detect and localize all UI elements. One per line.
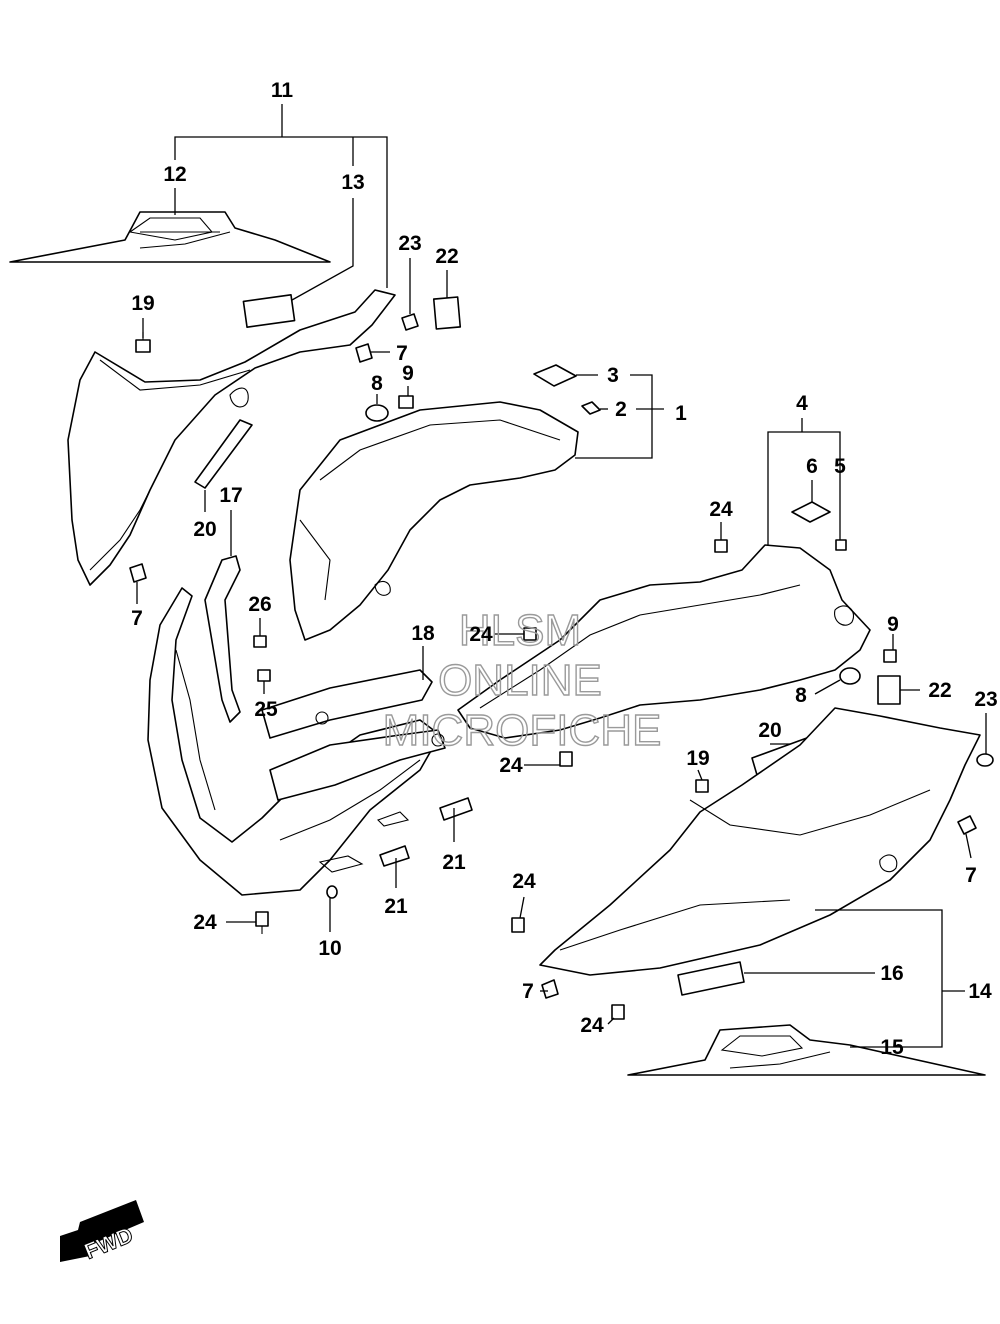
- decal-5: [835, 539, 847, 551]
- callout-6: 6: [806, 455, 818, 478]
- callout-9-right: 9: [887, 613, 899, 636]
- callout-5: 5: [834, 455, 846, 478]
- label-22-right: [877, 675, 901, 705]
- callout-24-lower-left: 24: [193, 911, 217, 934]
- callout-4: 4: [796, 392, 808, 415]
- grommet-8-upper: [365, 404, 389, 422]
- grommet-23-right: [976, 753, 994, 767]
- decal-3: [533, 364, 577, 387]
- watermark-line-1: HLSM: [459, 606, 581, 655]
- callout-26: 26: [248, 593, 271, 616]
- callout-2: 2: [615, 398, 627, 421]
- callout-14: 14: [968, 980, 992, 1003]
- callout-1: 1: [675, 402, 687, 425]
- grommet-23-upper: [401, 313, 419, 331]
- brace-18: [261, 669, 446, 801]
- callout-21-a: 21: [442, 851, 466, 874]
- callout-7-left: 7: [131, 607, 143, 630]
- callout-23-upper: 23: [398, 232, 421, 255]
- decal-16: [677, 961, 745, 996]
- callout-24-duct-low: 24: [499, 754, 523, 777]
- callout-18: 18: [411, 622, 435, 645]
- callout-21-b: 21: [384, 895, 408, 918]
- rivet-24-duct-top: [714, 539, 728, 553]
- strip-20-left: [194, 419, 253, 489]
- decal-lower-right: [627, 1024, 986, 1076]
- bracket-17: [204, 555, 241, 723]
- bolt-9-right: [883, 649, 897, 663]
- leader-lines: [136, 104, 987, 1048]
- callout-10: 10: [318, 937, 341, 960]
- callout-7-right: 7: [965, 864, 977, 887]
- watermark-line-2: ONLINE: [438, 656, 602, 705]
- decal-2: [581, 401, 601, 415]
- forward-arrow-icon: [60, 1200, 144, 1262]
- callout-17: 17: [219, 484, 242, 507]
- callout-25: 25: [254, 698, 278, 721]
- callout-20-left: 20: [193, 518, 216, 541]
- decal-upper-left: [9, 211, 331, 263]
- callout-8-upper: 8: [371, 372, 383, 395]
- bolt-9-upper: [398, 395, 414, 409]
- callout-20-right: 20: [758, 719, 781, 742]
- callout-24-bottom-a: 24: [512, 870, 536, 893]
- label-22-upper: [432, 296, 462, 330]
- bolt-25: [257, 669, 271, 682]
- callout-16: 16: [880, 962, 903, 985]
- watermark: HLSM ONLINE MICROFICHE: [382, 605, 662, 755]
- callout-9-upper: 9: [402, 362, 414, 385]
- grommet-8-right: [839, 667, 861, 685]
- callout-7-upper: 7: [396, 342, 408, 365]
- bolt-19-right: [695, 779, 709, 793]
- callout-15: 15: [880, 1036, 904, 1059]
- right-duct: [457, 544, 871, 739]
- callout-22-upper: 22: [435, 245, 458, 268]
- decal-21-b: [379, 845, 410, 867]
- lower-right-fairing: [539, 707, 981, 976]
- decal-6: [791, 501, 831, 523]
- bolt-26: [253, 635, 267, 648]
- clip-7-bottom: [541, 979, 559, 999]
- clip-7-left: [129, 563, 147, 583]
- callout-8-right: 8: [795, 684, 807, 707]
- callout-11: 11: [271, 79, 294, 102]
- callout-24-bottom-b: 24: [580, 1014, 604, 1037]
- decal-21-a: [439, 797, 473, 821]
- central-duct: [289, 401, 579, 641]
- clip-7-upper: [355, 343, 373, 363]
- label-13-shape: [242, 293, 296, 329]
- callout-3: 3: [607, 364, 619, 387]
- callout-13: 13: [341, 171, 364, 194]
- grommet-10: [326, 885, 338, 899]
- forward-direction-badge: FWD: [60, 1200, 144, 1265]
- callout-7-bottom: 7: [522, 980, 534, 1003]
- callout-24-duct-mid: 24: [469, 623, 493, 646]
- rivet-24-bottom-a: [511, 917, 525, 933]
- callout-12: 12: [163, 163, 186, 186]
- rivet-24-duct-low: [559, 751, 573, 767]
- rivet-24-lower-left: [255, 911, 269, 934]
- rivet-24-bottom-b: [611, 1004, 625, 1020]
- callout-24-duct-top: 24: [709, 498, 733, 521]
- callout-19-left: 19: [131, 292, 154, 315]
- upper-left-cowl: [67, 289, 396, 586]
- callout-labels: 11 12 13 23 22 19 7 3 8 9 2 1 4 6 5 17 2…: [131, 79, 998, 1059]
- callout-23-right: 23: [974, 688, 997, 711]
- callout-19-right: 19: [686, 747, 709, 770]
- watermark-line-3: MICROFICHE: [383, 706, 662, 755]
- callout-22-right: 22: [928, 679, 951, 702]
- clip-7-right: [957, 815, 977, 835]
